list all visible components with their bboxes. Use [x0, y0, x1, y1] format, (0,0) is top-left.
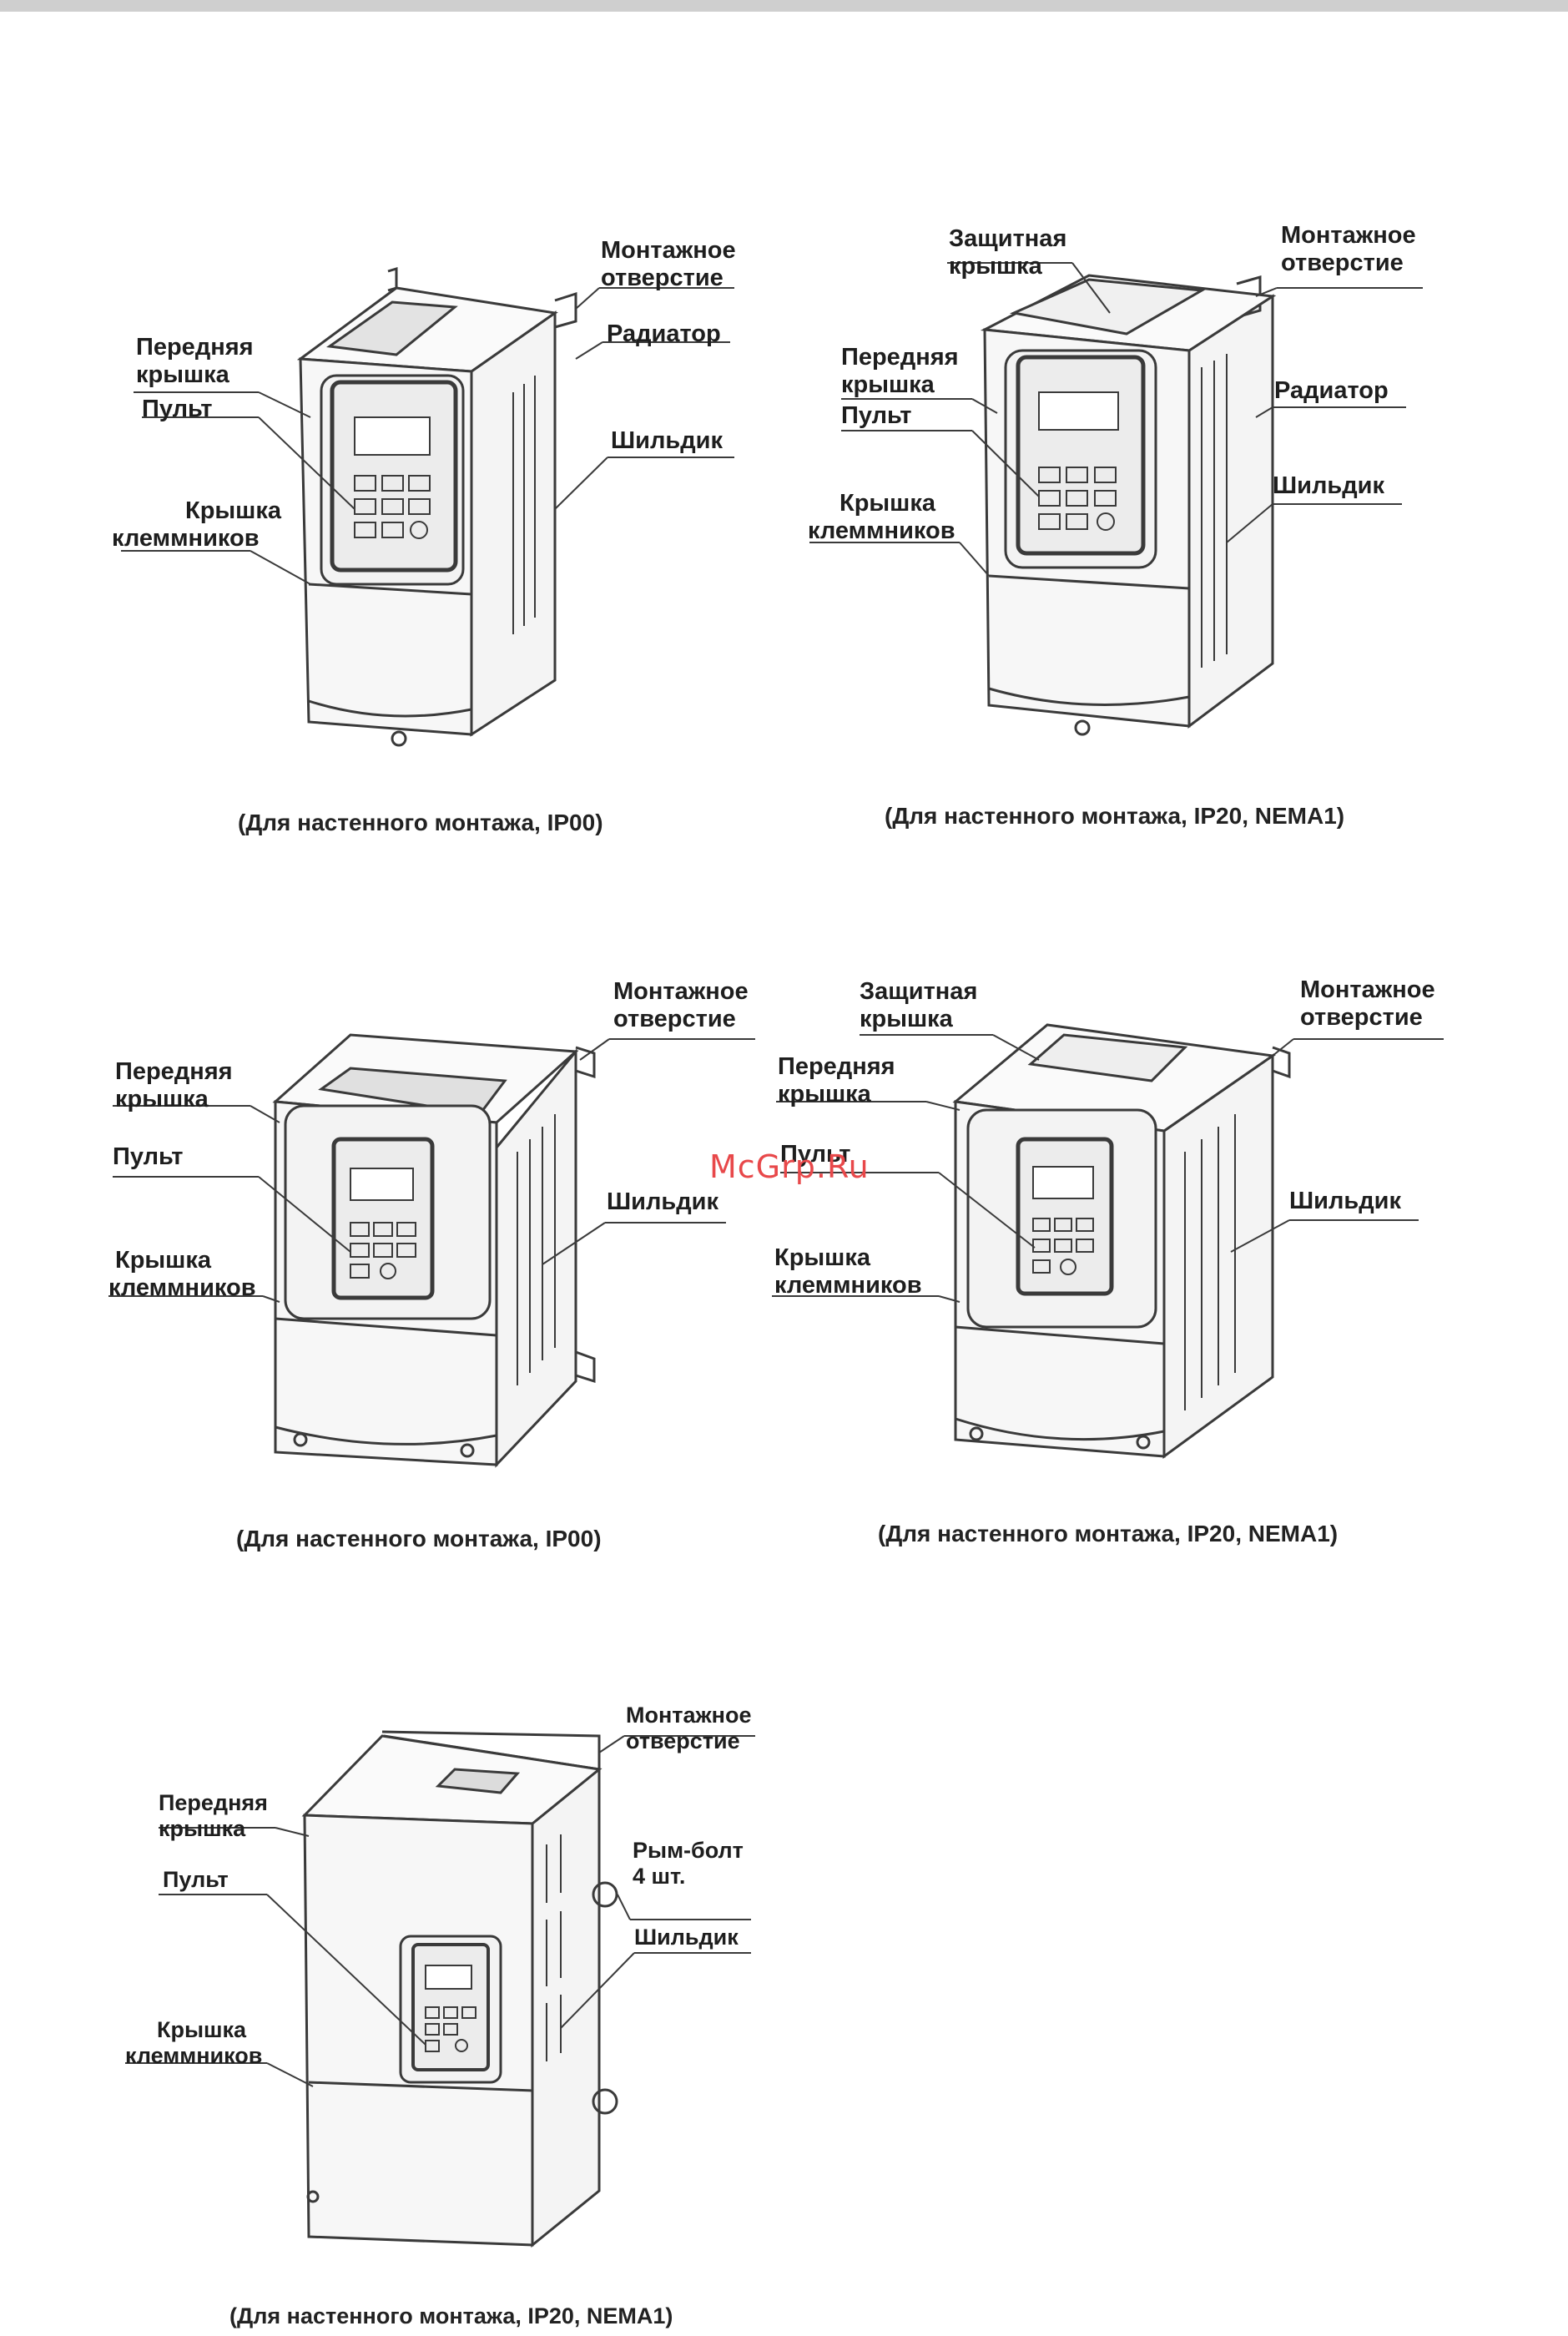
label-nameplate: Шильдик [611, 427, 723, 454]
label-keypad: Пульт [113, 1143, 184, 1170]
label-nameplate: Шильдик [1273, 472, 1384, 499]
watermark: McGrp.Ru [709, 1148, 870, 1185]
caption-p2: (Для настенного монтажа, IP20, NEMA1) [885, 803, 1345, 829]
inverter-drawing [809, 262, 1423, 736]
page-top-bar [0, 0, 1568, 12]
caption-p3: (Для настенного монтажа, IP00) [236, 1526, 602, 1551]
caption-p5: (Для настенного монтажа, IP20, NEMA1) [229, 2303, 673, 2328]
label-nameplate: Шильдик [634, 1925, 739, 1950]
caption-p1: (Для настенного монтажа, IP00) [238, 810, 603, 835]
label-keypad: Пульт [163, 1867, 229, 1892]
caption-p4: (Для настенного монтажа, IP20, NEMA1) [878, 1521, 1339, 1546]
inverter-drawing [125, 1730, 755, 2248]
inverter-drawing [772, 1023, 1444, 1459]
label-keypad: Пульт [841, 402, 912, 429]
label-heatsink: Радиатор [1274, 377, 1389, 404]
label-heatsink: Радиатор [607, 320, 721, 347]
inverter-drawing [121, 266, 734, 747]
label-keypad: Пульт [142, 396, 213, 422]
label-keypad: Пульт [780, 1141, 851, 1168]
label-nameplate: Шильдик [1289, 1188, 1401, 1214]
inverter-drawing [108, 1033, 755, 1468]
label-nameplate: Шильдик [607, 1188, 718, 1215]
